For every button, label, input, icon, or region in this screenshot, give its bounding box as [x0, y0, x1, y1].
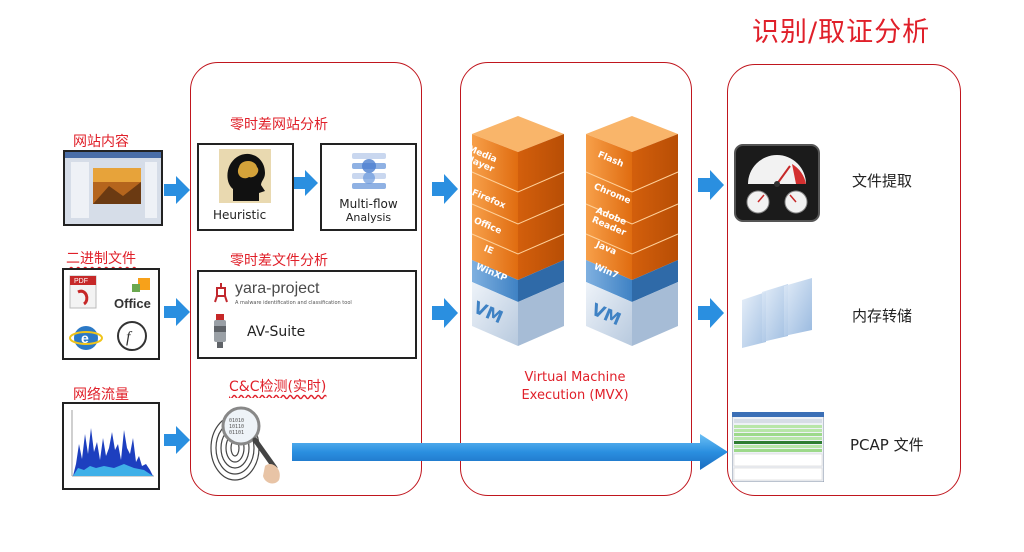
multiflow-label-line2: Analysis: [345, 211, 392, 224]
vm-caption-line2: Execution (MVX): [521, 388, 629, 403]
vm-panel: [460, 62, 692, 496]
zero-day-web-title: 零时差网站分析: [230, 117, 328, 133]
arrow-web-to-analysis: [164, 176, 190, 204]
arrow-vm-to-memory-dump: [698, 298, 724, 328]
multiflow-icon: [352, 153, 386, 189]
pcap-label: PCAP 文件: [850, 436, 924, 454]
source-web-label: 网站内容: [73, 134, 129, 150]
forensics-panel: [727, 64, 961, 496]
yara-label: yara-project: [235, 280, 320, 297]
office-logo-text: Office: [114, 296, 151, 311]
page-title: 识别/取证分析: [752, 17, 931, 48]
vm-stack-winxp: [471, 116, 565, 346]
network-traffic-graph: [62, 402, 160, 490]
svg-text:01010: 01010: [229, 418, 244, 424]
file-extract-label: 文件提取: [852, 172, 913, 190]
heuristic-label: Heuristic: [213, 208, 267, 222]
arrow-binary-to-analysis: [164, 298, 190, 326]
pcap-capture-window: [732, 412, 824, 482]
cnc-detection-title: C&C检测(实时): [229, 379, 327, 395]
yara-logo-icon: [214, 283, 228, 303]
source-binary-label: 二进制文件: [66, 251, 136, 267]
website-screenshot: [63, 150, 163, 226]
binary-files-box: PDF e f Office: [62, 268, 160, 360]
arrow-network-to-analysis: [164, 426, 190, 454]
arrow-cnc-to-pcap: [292, 434, 728, 470]
arrow-analysis-to-vm-1: [432, 174, 458, 204]
arrow-analysis-to-vm-2: [432, 298, 458, 328]
svg-text:f: f: [126, 329, 133, 346]
av-suite-icon: [214, 314, 226, 348]
brain-head-icon: [219, 149, 271, 203]
svg-text:01101: 01101: [229, 430, 244, 436]
gauge-dashboard-icon: [734, 144, 820, 222]
svg-text:e: e: [81, 330, 89, 346]
analysis-panel: [190, 62, 422, 496]
arrow-vm-to-file-extract: [698, 170, 724, 200]
vm-stack-win7: [585, 116, 679, 346]
multiflow-box: Multi-flow Analysis: [320, 143, 417, 231]
multiflow-label-line1: Multi-flow: [339, 197, 398, 211]
source-network-label: 网络流量: [73, 387, 129, 403]
memory-dump-label: 内存转储: [852, 307, 913, 325]
heuristic-box: Heuristic: [197, 143, 294, 231]
vm-caption-line1: Virtual Machine: [524, 370, 626, 385]
av-suite-label: AV-Suite: [247, 324, 306, 340]
zero-day-file-title: 零时差文件分析: [230, 253, 328, 269]
memory-dump-icon: [742, 278, 812, 348]
file-analysis-box: yara-project A malware identification an…: [197, 270, 417, 359]
pdf-icon-text: PDF: [74, 278, 88, 285]
arrow-heuristic-to-multiflow: [294, 170, 318, 196]
svg-text:10110: 10110: [229, 424, 244, 430]
yara-subtitle: A malware identification and classificat…: [235, 300, 352, 306]
